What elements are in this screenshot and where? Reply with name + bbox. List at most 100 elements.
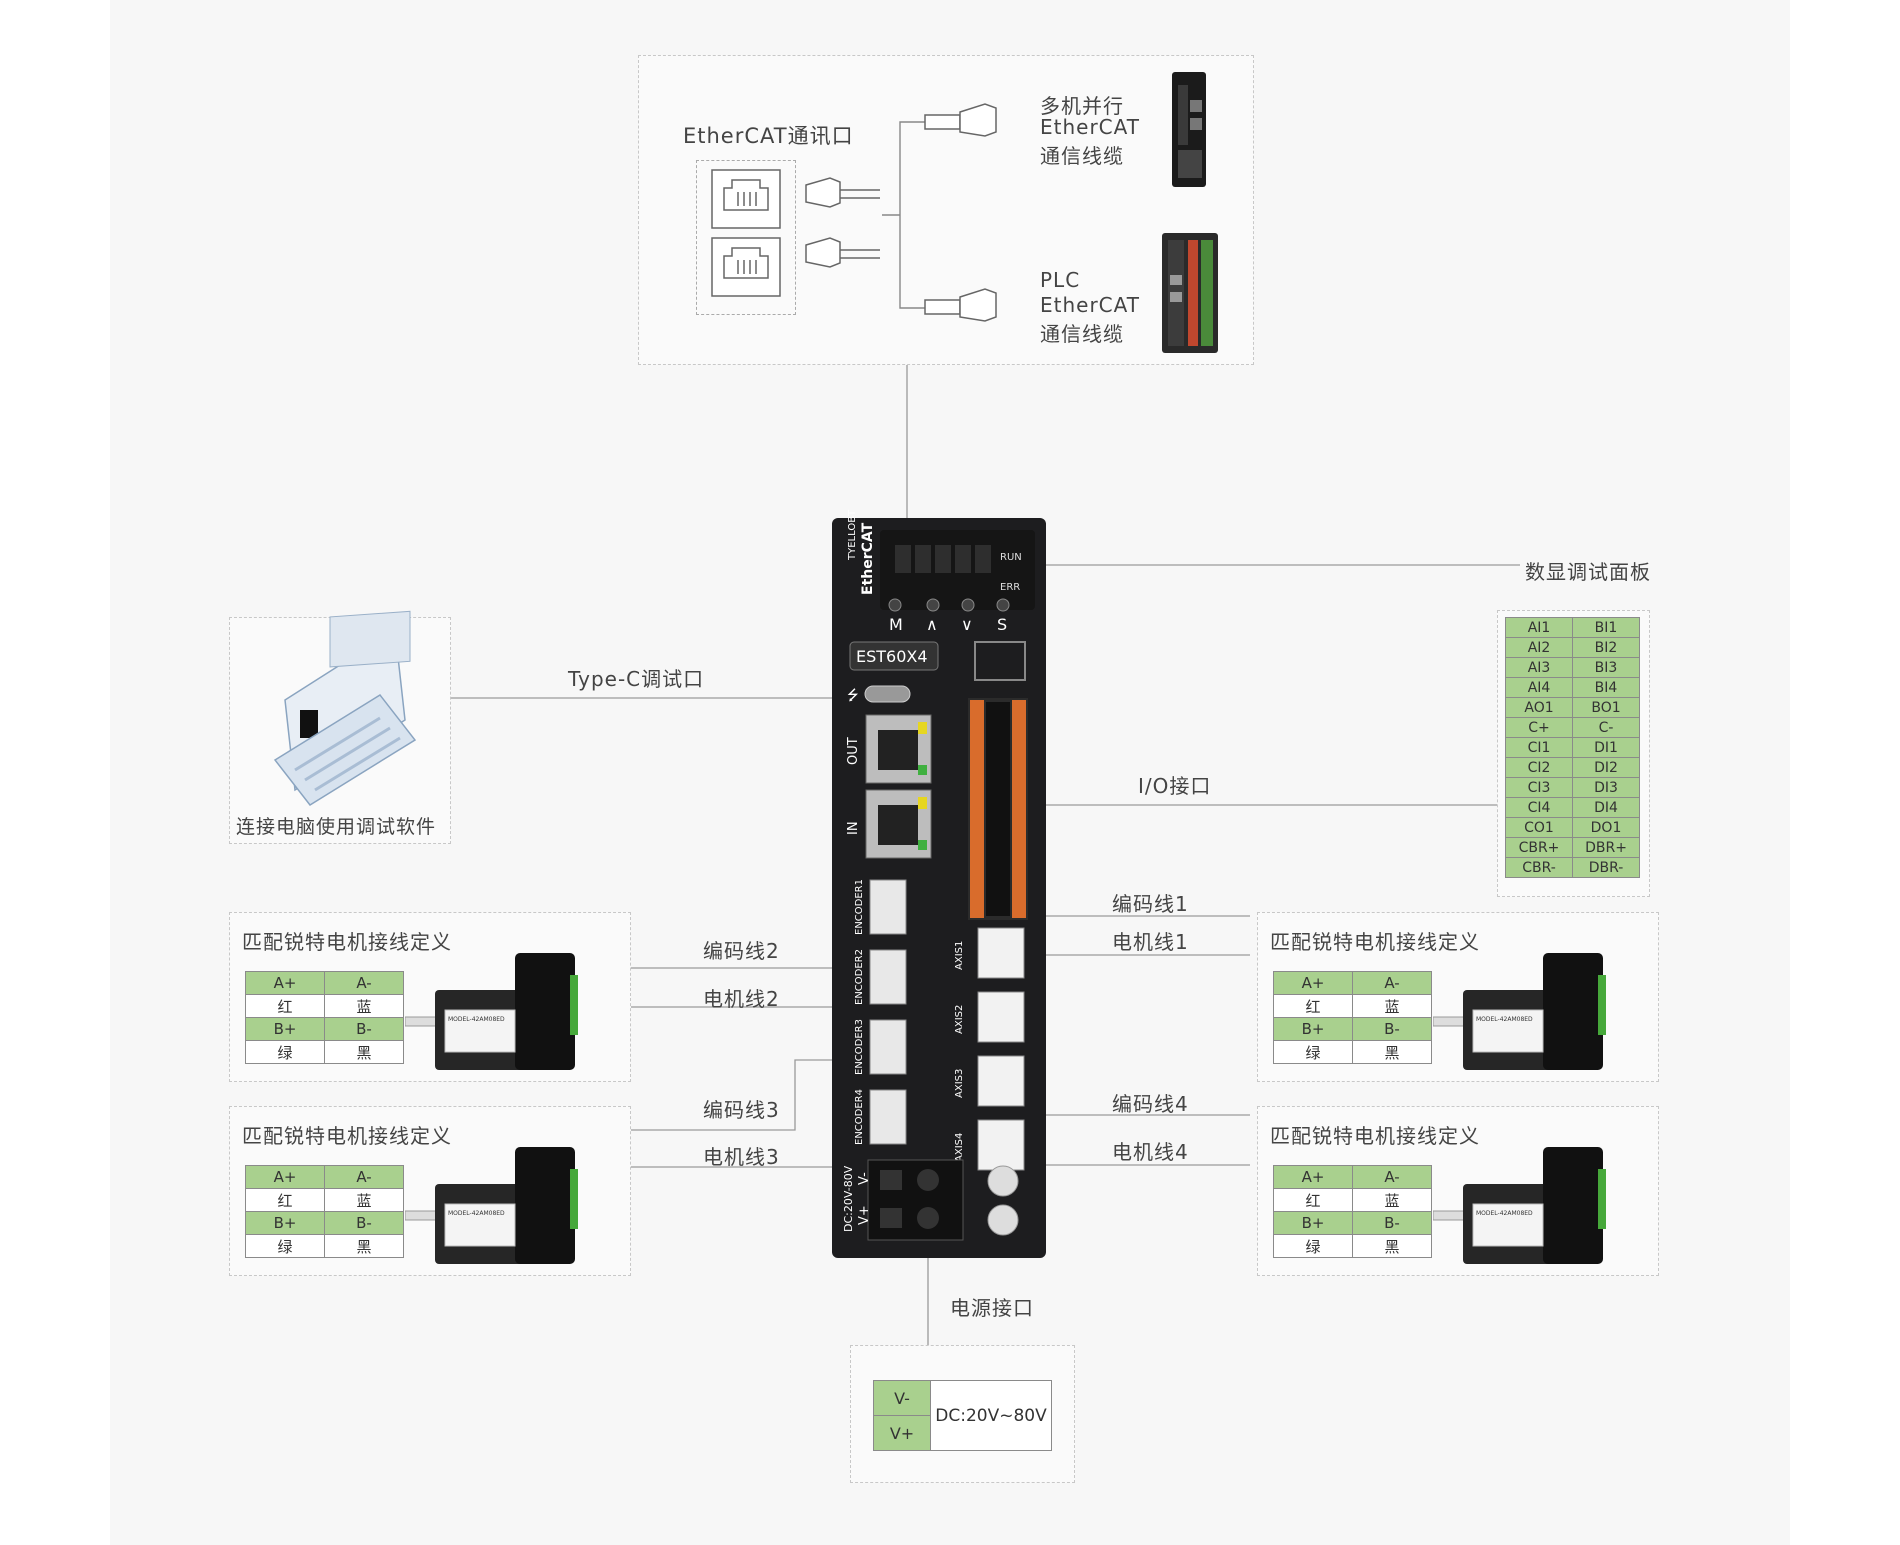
io-row: CBR-DBR- xyxy=(1505,857,1640,878)
io-pin-cell: AI3 xyxy=(1505,657,1573,678)
motor-wire-cell: B+ xyxy=(1273,1211,1353,1235)
motor-wire-cell: 红 xyxy=(1273,994,1353,1018)
motor1-label: 电机线1 xyxy=(1112,930,1189,954)
motor-wire-cell: 红 xyxy=(245,994,325,1018)
io-pin-cell: DBR- xyxy=(1572,857,1640,878)
io-pin-cell: CBR- xyxy=(1505,857,1573,878)
ethercat-port-label: EtherCAT通讯口 xyxy=(683,124,854,148)
motor-wiring-title: 匹配锐特电机接线定义 xyxy=(242,930,452,954)
enc2-label: 编码线2 xyxy=(703,939,780,963)
motor-wire-cell: 红 xyxy=(1273,1188,1353,1212)
io-pin-cell: C+ xyxy=(1505,717,1573,738)
io-row: C+C- xyxy=(1505,717,1640,738)
motor-wire-cell: B- xyxy=(1352,1017,1432,1041)
typec-label: Type-C调试口 xyxy=(568,667,705,691)
io-pin-cell: CI1 xyxy=(1505,737,1573,758)
io-label: I/O接口 xyxy=(1138,774,1212,798)
motor-wiring-title: 匹配锐特电机接线定义 xyxy=(242,1124,452,1148)
pc-box xyxy=(229,617,451,844)
enc1-label: 编码线1 xyxy=(1112,892,1189,916)
vminus-cell: V- xyxy=(873,1380,931,1416)
motor-wire-cell: 黑 xyxy=(324,1234,404,1258)
io-pin-cell: BI1 xyxy=(1572,617,1640,638)
cable2-line3: 通信线缆 xyxy=(1040,322,1124,346)
io-pin-cell: AI4 xyxy=(1505,677,1573,698)
motor-wire-cell: 蓝 xyxy=(1352,994,1432,1018)
vplus-cell: V+ xyxy=(873,1415,931,1451)
motor4-label: 电机线4 xyxy=(1112,1140,1189,1164)
io-pin-cell: AI1 xyxy=(1505,617,1573,638)
io-pin-cell: CO1 xyxy=(1505,817,1573,838)
motor-wiring-title: 匹配锐特电机接线定义 xyxy=(1270,1124,1480,1148)
enc3-label: 编码线3 xyxy=(703,1098,780,1122)
power-label: 电源接口 xyxy=(950,1296,1034,1320)
motor-wire-cell: B- xyxy=(324,1211,404,1235)
io-pin-cell: CI2 xyxy=(1505,757,1573,778)
motor-wire-cell: B+ xyxy=(245,1017,325,1041)
cable1-line2: EtherCAT xyxy=(1040,115,1140,139)
power-value-cell: DC:20V~80V xyxy=(930,1380,1052,1451)
stepper-motor-image: MODEL-42AM08ED xyxy=(1433,1147,1606,1264)
cable1-line3: 通信线缆 xyxy=(1040,144,1124,168)
io-pin-cell: CI4 xyxy=(1505,797,1573,818)
motor-wire-cell: A+ xyxy=(245,971,325,995)
motor-wire-cell: A+ xyxy=(1273,1165,1353,1189)
motor-wire-cell: 黑 xyxy=(324,1040,404,1064)
io-pin-cell: CBR+ xyxy=(1505,837,1573,858)
stepper-motor-image: MODEL-42AM08ED xyxy=(405,953,578,1070)
motor-model-text: MODEL-42AM08ED xyxy=(1476,1016,1533,1023)
motor-wire-cell: B- xyxy=(1352,1211,1432,1235)
io-pin-cell: AO1 xyxy=(1505,697,1573,718)
io-row: CBR+DBR+ xyxy=(1505,837,1640,858)
io-pin-cell: CI3 xyxy=(1505,777,1573,798)
io-pin-cell: BI4 xyxy=(1572,677,1640,698)
io-pin-cell: BI2 xyxy=(1572,637,1640,658)
motor-wire-cell: 黑 xyxy=(1352,1040,1432,1064)
io-pin-cell: DBR+ xyxy=(1572,837,1640,858)
motor3-label: 电机线3 xyxy=(703,1145,780,1169)
motor-wire-cell: A- xyxy=(1352,971,1432,995)
rj45-port-group xyxy=(696,160,796,315)
io-pin-cell: DI3 xyxy=(1572,777,1640,798)
motor-wire-cell: 绿 xyxy=(245,1040,325,1064)
motor-model-text: MODEL-42AM08ED xyxy=(448,1210,505,1217)
motor-wire-cell: 蓝 xyxy=(324,994,404,1018)
motor-wire-cell: 绿 xyxy=(1273,1040,1353,1064)
motor2-label: 电机线2 xyxy=(703,987,780,1011)
motor-wire-cell: 红 xyxy=(245,1188,325,1212)
pc-caption: 连接电脑使用调试软件 xyxy=(236,816,437,838)
motor-wire-cell: A- xyxy=(1352,1165,1432,1189)
motor-model-text: MODEL-42AM08ED xyxy=(448,1016,505,1023)
display-panel-label: 数显调试面板 xyxy=(1525,560,1651,584)
motor-wire-cell: B+ xyxy=(1273,1017,1353,1041)
motor-wire-cell: A+ xyxy=(245,1165,325,1189)
motor-wire-cell: A+ xyxy=(1273,971,1353,995)
motor-wire-cell: A- xyxy=(324,1165,404,1189)
io-pin-cell: DI4 xyxy=(1572,797,1640,818)
motor-wire-cell: 绿 xyxy=(245,1234,325,1258)
motor-model-text: MODEL-42AM08ED xyxy=(1476,1210,1533,1217)
io-pin-cell: C- xyxy=(1572,717,1640,738)
motor-wire-cell: B- xyxy=(324,1017,404,1041)
power-table: V- DC:20V~80V V+ xyxy=(873,1380,1052,1451)
cable2-line1: PLC xyxy=(1040,268,1081,292)
motor-wire-cell: 蓝 xyxy=(1352,1188,1432,1212)
